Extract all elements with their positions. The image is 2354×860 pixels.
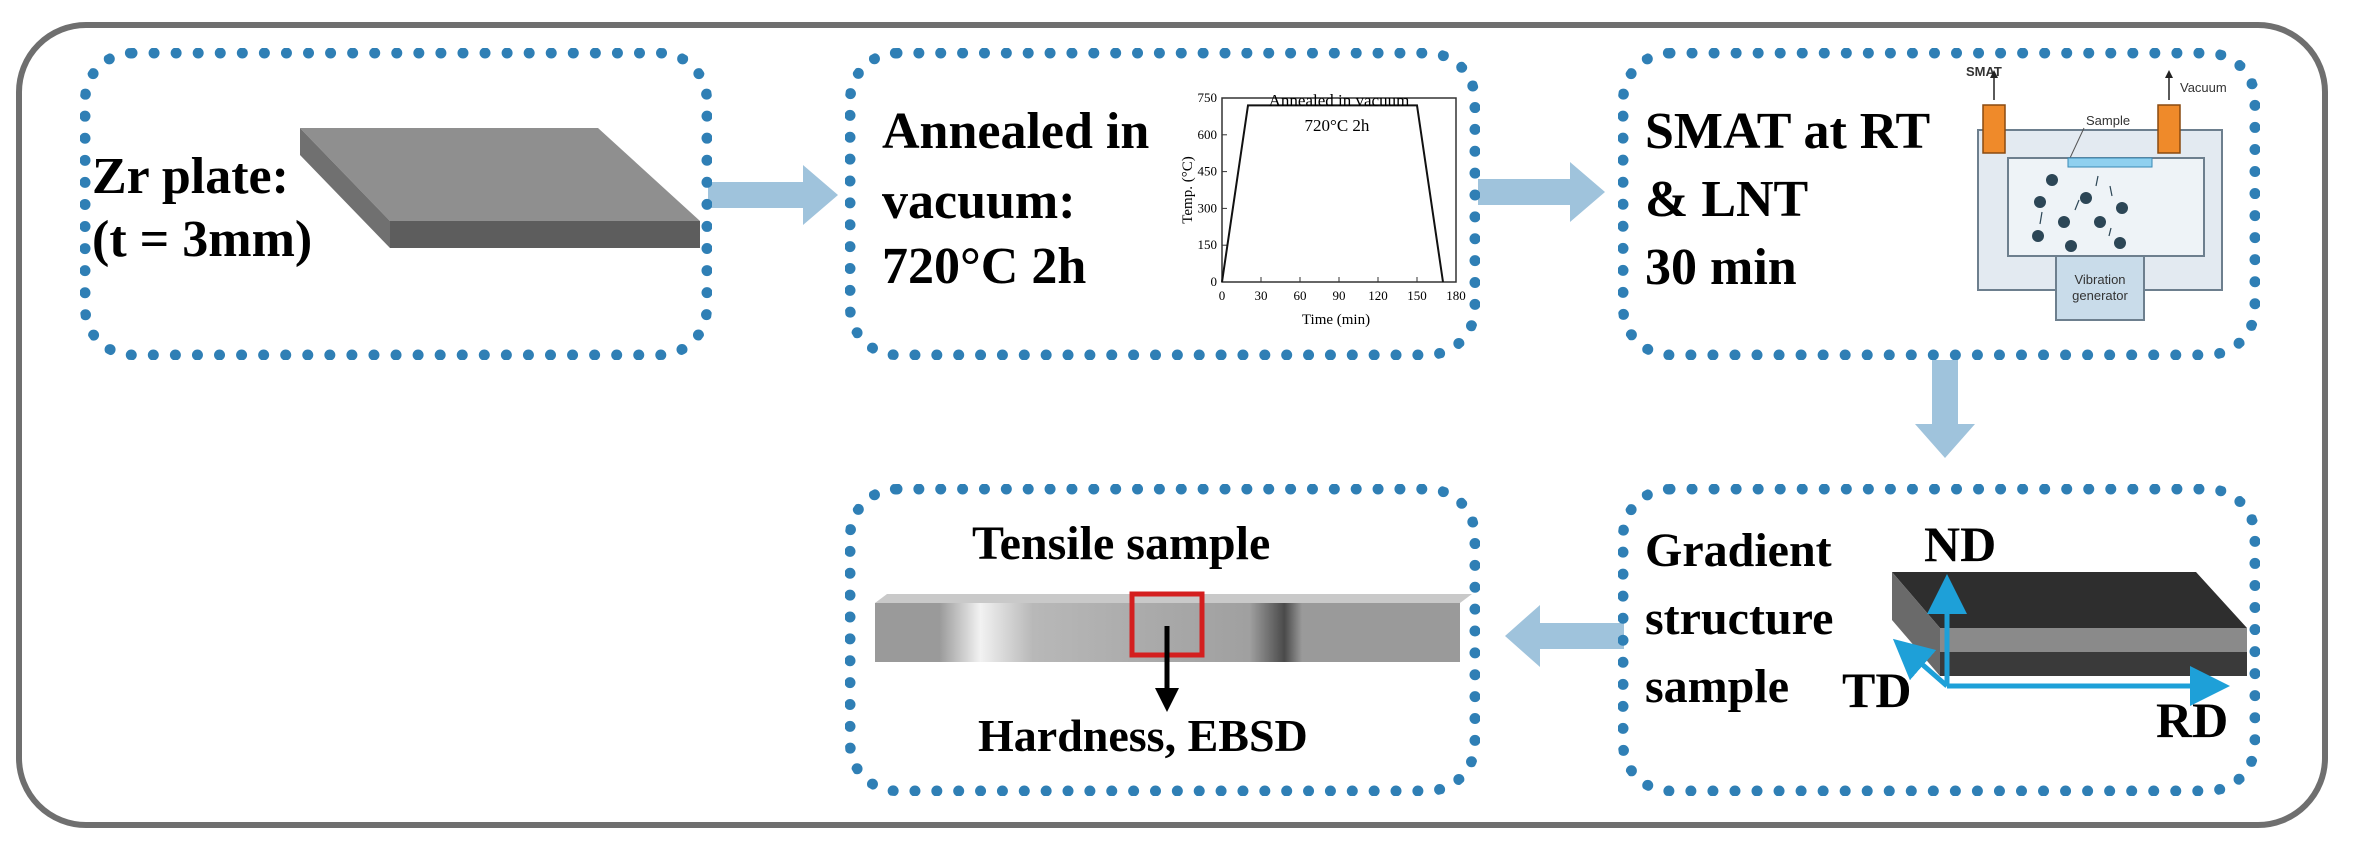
smat-schematic: SMAT Vibration generator Vacuum Sample	[1966, 64, 2227, 321]
step1-line2: (t = 3mm)	[92, 211, 313, 268]
gradient-sample-illustration	[1892, 572, 2247, 706]
shot-balls	[2032, 174, 2128, 252]
right-vacuum-port	[2157, 104, 2181, 154]
flow-arrow-1	[708, 165, 838, 225]
axis-label-nd: ND	[1924, 516, 1997, 572]
axis-label-td: TD	[1842, 662, 1912, 718]
generator-label-1: Vibration	[2074, 272, 2125, 287]
flow-arrow-3	[1915, 360, 1975, 458]
x-tick-label: 150	[1407, 288, 1427, 303]
temperature-profile-line	[1221, 104, 1444, 283]
y-tick-label: 150	[1198, 237, 1218, 252]
x-tick-label: 180	[1446, 288, 1466, 303]
x-tick-label: 60	[1294, 288, 1307, 303]
step4-line3: sample	[1645, 660, 1789, 713]
tensile-title: Tensile sample	[972, 517, 1271, 570]
left-vacuum-port	[1982, 104, 2006, 154]
chart-x-label: Time (min)	[1302, 312, 1370, 328]
td-axis-arrow	[1892, 638, 1949, 688]
chart-y-label: Temp. (°C)	[1180, 156, 1196, 223]
outer-frame	[16, 22, 2328, 828]
chart-title: Annealed in vacuum	[1269, 91, 1410, 110]
x-tick-label: 30	[1255, 288, 1268, 303]
tensile-caption: Hardness, EBSD	[978, 710, 1308, 761]
step4-line1: Gradient	[1645, 524, 1832, 577]
sample-plate	[2067, 157, 2153, 168]
flow-arrow-2	[1478, 162, 1605, 222]
axis-label-rd: RD	[2156, 692, 2229, 748]
flow-arrow-4	[1505, 605, 1624, 667]
panel-smat	[1618, 48, 2260, 360]
annealing-temperature-chart: 0 150 300 450 600 750 0 30 60 90 120 150 180 Anneal…	[1180, 90, 1466, 328]
flow-arrows	[708, 162, 1975, 667]
step4-line2: structure	[1645, 592, 1834, 645]
step3-line3: 30 min	[1645, 239, 1797, 296]
x-tick-label: 0	[1219, 288, 1226, 303]
panel-gradient	[1618, 484, 2260, 796]
step2-line2: vacuum:	[882, 173, 1076, 230]
sample-label: Sample	[2086, 113, 2130, 128]
panel-annealing	[845, 48, 1480, 360]
y-tick-label: 750	[1198, 90, 1218, 105]
step1-line1: Zr plate:	[92, 148, 289, 205]
step3-line1: SMAT at RT	[1645, 103, 1931, 160]
tensile-sample-illustration	[875, 591, 1472, 712]
step3-line2: & LNT	[1645, 171, 1809, 228]
y-tick-label: 0	[1211, 274, 1218, 289]
chart-annotation: 720°C 2h	[1305, 116, 1370, 135]
shot-trajectories	[2039, 175, 2113, 237]
y-tick-label: 300	[1198, 200, 1218, 215]
x-tick-label: 120	[1368, 288, 1388, 303]
y-tick-label: 600	[1198, 127, 1218, 142]
step2-line3: 720°C 2h	[882, 238, 1087, 295]
x-tick-label: 90	[1333, 288, 1346, 303]
generator-label-2: generator	[2072, 288, 2128, 303]
y-tick-label: 450	[1198, 164, 1218, 179]
vibration-generator	[2055, 255, 2145, 321]
panel-zr-plate	[80, 48, 712, 360]
panel-tensile	[845, 484, 1480, 796]
step2-line1: Annealed in	[882, 103, 1150, 160]
zr-plate-illustration	[300, 128, 700, 248]
